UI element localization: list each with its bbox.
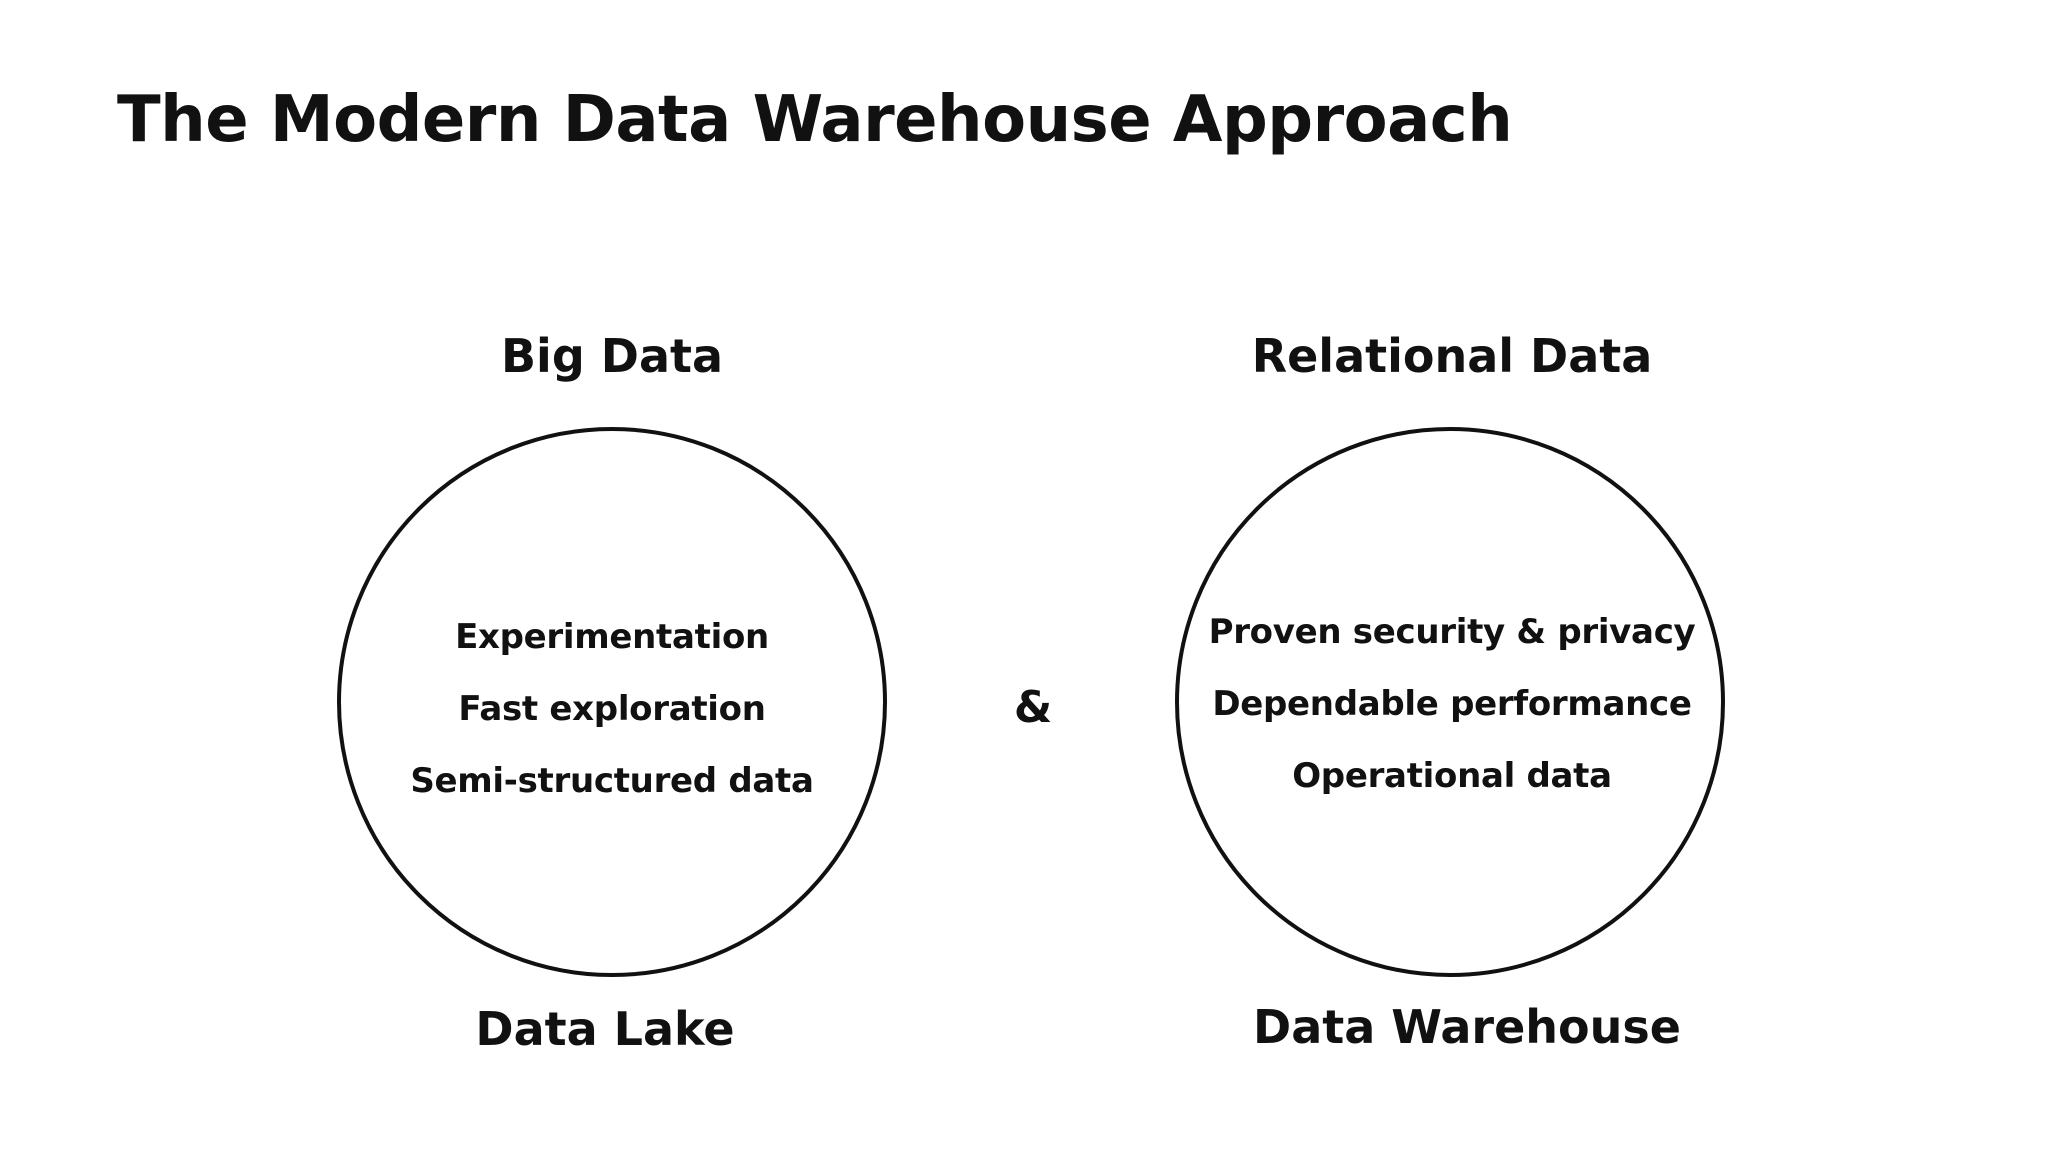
left-item: Semi-structured data: [410, 761, 814, 801]
ampersand-connector: &: [1013, 682, 1053, 733]
right-item: Proven security & privacy: [1208, 612, 1696, 652]
left-item: Experimentation: [455, 617, 769, 657]
page-title: The Modern Data Warehouse Approach: [117, 83, 1513, 157]
right-item: Dependable performance: [1212, 684, 1692, 724]
left-circle: [337, 427, 887, 977]
right-top-label: Relational Data: [1251, 329, 1653, 383]
right-circle-items: Proven security & privacy Dependable per…: [1209, 596, 1696, 812]
left-circle-items: Experimentation Fast exploration Semi-st…: [410, 601, 814, 817]
left-bottom-label: Data Lake: [475, 1002, 735, 1056]
left-top-label: Big Data: [500, 329, 724, 383]
left-item: Fast exploration: [458, 689, 766, 729]
right-item: Operational data: [1292, 756, 1612, 796]
right-circle: [1175, 427, 1725, 977]
right-bottom-label: Data Warehouse: [1253, 1000, 1681, 1054]
